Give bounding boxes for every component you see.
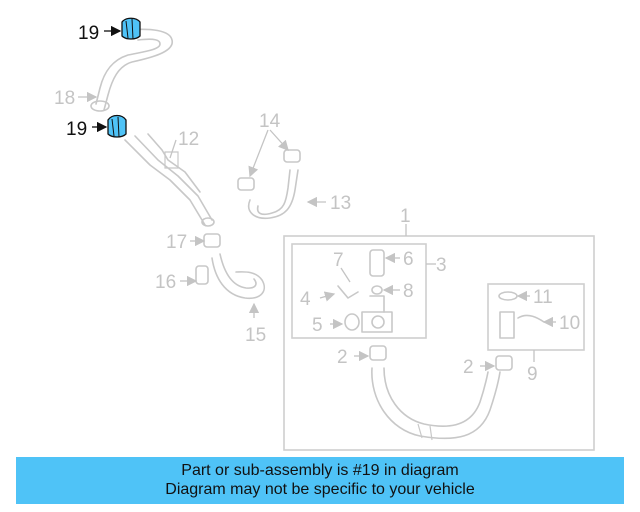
info-banner: Part or sub-assembly is #19 in diagram D… xyxy=(16,457,624,504)
assembly-box-9 xyxy=(487,283,585,351)
callout-7: 7 xyxy=(333,250,344,271)
callout-2-left: 2 xyxy=(337,347,348,368)
hose-15 xyxy=(195,233,266,300)
callout-11: 11 xyxy=(533,287,553,308)
callout-13: 13 xyxy=(330,193,351,214)
callout-10: 10 xyxy=(559,313,580,334)
assembly-box-1 xyxy=(283,235,595,451)
hose-13 xyxy=(237,149,301,220)
callout-2-right: 2 xyxy=(463,357,474,378)
valve-assembly xyxy=(337,249,393,333)
callout-19-lower: 19 xyxy=(66,119,87,140)
banner-line-2: Diagram may not be specific to your vehi… xyxy=(165,481,475,498)
clamp-19-lower xyxy=(107,114,127,138)
clamp-19-upper xyxy=(121,17,141,40)
callout-9: 9 xyxy=(527,364,538,385)
banner-line-1: Part or sub-assembly is #19 in diagram xyxy=(181,462,459,479)
callout-5: 5 xyxy=(312,315,323,336)
lower-hose xyxy=(369,345,513,441)
callout-1: 1 xyxy=(400,206,411,227)
callout-8: 8 xyxy=(403,281,414,302)
callout-4: 4 xyxy=(300,289,311,310)
callout-6: 6 xyxy=(403,249,414,270)
leader-4 xyxy=(319,291,336,302)
pipe-12 xyxy=(124,133,215,227)
leader-7 xyxy=(340,267,351,283)
hose-18 xyxy=(90,28,173,112)
leader-12 xyxy=(169,139,177,159)
callout-19-upper: 19 xyxy=(78,23,99,44)
leader-14a xyxy=(248,129,269,178)
callout-17: 17 xyxy=(166,232,187,253)
assembly-box-3 xyxy=(291,243,427,339)
callout-18: 18 xyxy=(54,88,75,109)
callout-15: 15 xyxy=(245,325,266,346)
callout-12: 12 xyxy=(178,129,199,150)
callout-3: 3 xyxy=(436,255,447,276)
callout-14: 14 xyxy=(259,111,281,132)
leader-14b xyxy=(269,129,289,151)
callout-16: 16 xyxy=(155,272,176,293)
